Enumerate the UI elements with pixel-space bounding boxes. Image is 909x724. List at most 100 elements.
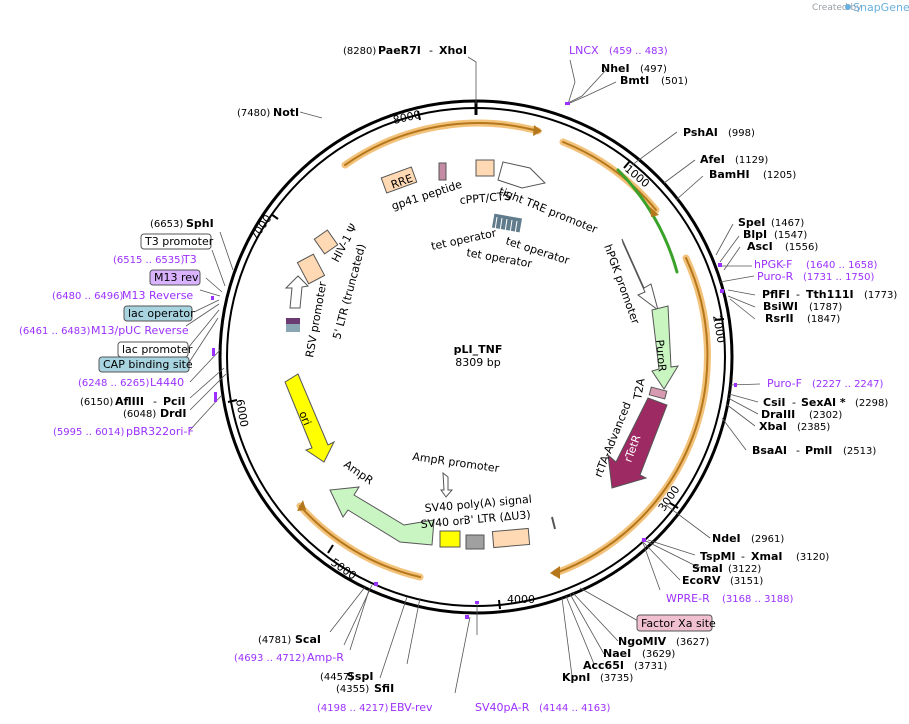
m13-rev-badge[interactable]: M13 rev [149,269,201,286]
site-bsaai-pos: (2513) [843,446,876,457]
primer-m13-reverse-pos: (6480 .. 6496) [52,291,124,302]
primer-pbr322ori-f[interactable]: pBR322ori-F [126,425,194,438]
cap-binding-badge[interactable]: CAP binding site [98,356,193,373]
site-pflfi[interactable]: PflFI [762,288,790,301]
site-nhei[interactable]: NheI [601,62,630,75]
site-sexai[interactable]: SexAI * [801,396,846,409]
primer-l4440-pos: (6248 .. 6265) [78,378,150,389]
primer-hpgk-f-pos: (1640 .. 1658) [806,260,878,271]
site-xhoi[interactable]: XhoI [439,44,467,57]
site-afei[interactable]: AfeI [700,153,725,166]
svg-text:T3 promoter: T3 promoter [144,235,214,248]
site-pshai-pos: (998) [728,128,755,139]
site-draiii[interactable]: DraIII [761,408,795,421]
site-ecorv[interactable]: EcoRV [682,574,721,587]
primer-amp-r[interactable]: Amp-R [307,651,344,664]
svg-text:-: - [741,550,745,563]
site-smai-pos: (3122) [728,564,761,575]
site-acc65i[interactable]: Acc65I [583,659,624,672]
site-csii[interactable]: CsiI [763,396,785,409]
snapgene-logo-icon [845,4,851,10]
primer-t3[interactable]: T3 [182,253,197,266]
svg-text:Factor Xa site: Factor Xa site [641,617,716,630]
site-tspmi-pos: (3120) [796,552,829,563]
site-pflfi-pos: (1773) [864,290,897,301]
svg-text:lac operator: lac operator [128,307,195,320]
site-afliii-pos: (6150) [80,397,113,408]
site-rsrii[interactable]: RsrII [765,312,794,325]
svg-text:-: - [796,444,800,457]
primer-sv40pa-r[interactable]: SV40pA-R [475,701,530,714]
primer-puro-f[interactable]: Puro-F [767,377,802,390]
svg-text:-: - [153,395,157,408]
site-pshai[interactable]: PshAI [683,126,718,139]
t2a-label: T2A [631,377,648,402]
primer-t3-pos: (6515 .. 6535) [113,255,185,266]
primer-puro-f-pos: (2227 .. 2247) [812,379,884,390]
primer-lncx[interactable]: LNCX [569,44,599,57]
ltr3-label: 3' LTR (ΔU3) [463,508,531,527]
ltr3-tick [551,516,556,530]
factor-xa-badge[interactable]: Factor Xa site [636,614,716,632]
site-drdi-pos: (6048) [123,409,156,420]
site-bsiwi[interactable]: BsiWI [763,300,798,313]
primer-wpre-r[interactable]: WPRE-R [666,592,710,605]
site-spei[interactable]: SpeI [738,216,765,229]
svg-text:5000: 5000 [328,556,358,583]
site-naei[interactable]: NaeI [603,647,631,660]
primer-puro-r[interactable]: Puro-R [757,270,794,283]
site-sfii[interactable]: SfiI [374,682,394,695]
lac-operator-badge[interactable]: lac operator [123,305,195,322]
site-spei-pos: (1467) [771,218,804,229]
ampr-promoter-label: AmpR promoter [412,450,501,475]
site-afliii[interactable]: AflIII [115,395,144,408]
site-xbai[interactable]: XbaI [759,420,787,433]
site-paer7i[interactable]: PaeR7I [378,44,421,57]
site-tspmi[interactable]: TspMI [700,550,736,563]
ori-label: ori [296,409,313,427]
site-csii-pos: (2298) [855,398,888,409]
primer-m13-reverse[interactable]: M13 Reverse [122,289,193,302]
primer-ebv-rev[interactable]: EBV-rev [390,701,433,714]
site-kpni[interactable]: KpnI [562,671,590,684]
site-noti[interactable]: NotI [273,106,299,119]
site-asci[interactable]: AscI [747,240,773,253]
site-scai[interactable]: ScaI [295,633,321,646]
site-sphi[interactable]: SphI [186,217,214,230]
svg-text:-: - [429,44,433,57]
site-bamhi[interactable]: BamHI [709,168,750,181]
hpgk-promoter-arrow [621,238,659,312]
site-pcii[interactable]: PciI [163,395,185,408]
primer-m13puc-reverse[interactable]: M13/pUC Reverse [91,324,189,337]
site-ndei-pos: (2961) [751,534,784,545]
site-sspi[interactable]: SspI [347,670,373,683]
primer-hpgk-f[interactable]: hPGK-F [754,258,792,271]
site-bmti[interactable]: BmtI [620,74,649,87]
primer-l4440[interactable]: L4440 [150,376,184,389]
site-bsaai[interactable]: BsaAI [752,444,787,457]
t3-promoter-badge[interactable]: T3 promoter [140,233,214,250]
svg-text:-: - [796,288,800,301]
site-bamhi-pos: (1205) [763,170,796,181]
lac-promoter-badge[interactable]: lac promoter [117,341,193,358]
site-draiii-pos: (2302) [809,410,842,421]
site-blpi-pos: (1547) [774,230,807,241]
ampr-promoter-arrow [440,471,454,498]
site-xbai-pos: (2385) [797,422,830,433]
site-ngomiv[interactable]: NgoMIV [618,635,667,648]
site-naei-pos: (3629) [642,649,675,660]
site-smai[interactable]: SmaI [692,562,723,575]
plasmid-name: pLI_TNF [454,343,503,356]
site-pmli[interactable]: PmlI [805,444,832,457]
site-xmai[interactable]: XmaI [751,550,782,563]
site-ndei[interactable]: NdeI [712,532,741,545]
cppt-label: cPPT/CTS [459,190,511,207]
site-tth111i[interactable]: Tth111I [806,288,854,301]
site-afei-pos: (1129) [735,155,768,166]
site-blpi[interactable]: BlpI [743,228,767,241]
hiv-psi-box [313,229,339,255]
svg-text:CAP binding site: CAP binding site [103,358,193,371]
site-drdi[interactable]: DrdI [160,407,187,420]
credit-brand: SnapGene [853,1,909,14]
plasmid-length: 8309 bp [455,356,500,369]
